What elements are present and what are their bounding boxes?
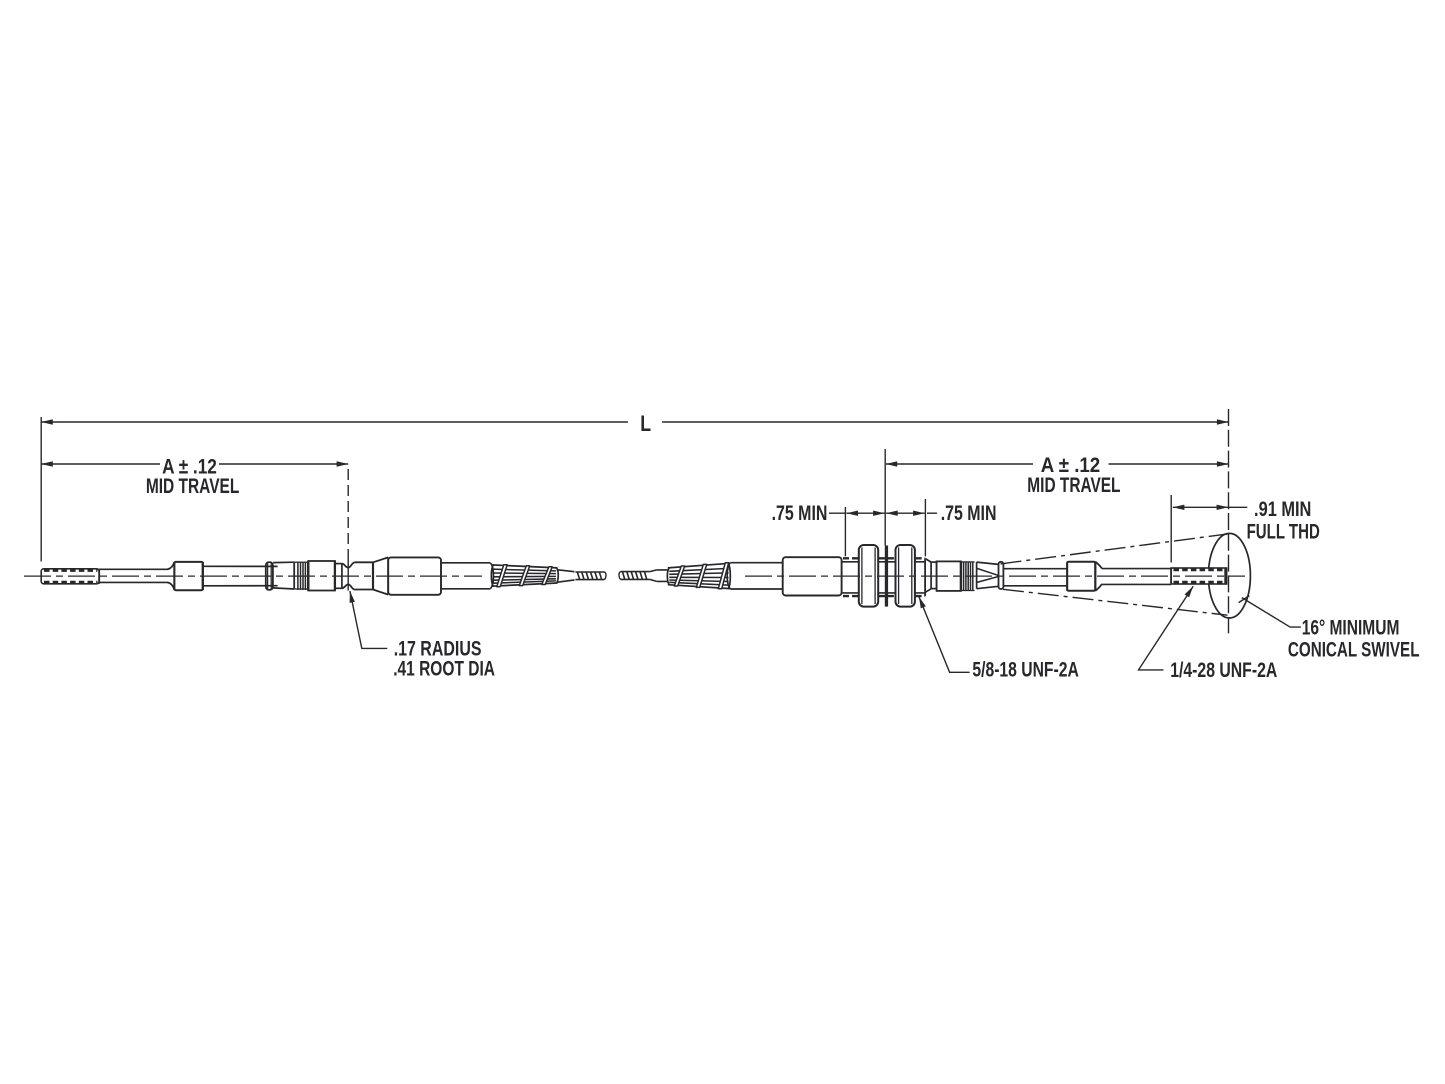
svg-text:MID TRAVEL: MID TRAVEL xyxy=(1027,474,1120,497)
svg-text:MID TRAVEL: MID TRAVEL xyxy=(146,475,240,498)
svg-text:1/4-28 UNF-2A: 1/4-28 UNF-2A xyxy=(1170,659,1277,682)
svg-text:L: L xyxy=(640,411,651,436)
svg-text:CONICAL SWIVEL: CONICAL SWIVEL xyxy=(1288,639,1420,662)
svg-text:5/8-18 UNF-2A: 5/8-18 UNF-2A xyxy=(972,659,1078,682)
svg-text:.41 ROOT DIA: .41 ROOT DIA xyxy=(393,658,495,681)
svg-text:FULL THD: FULL THD xyxy=(1247,521,1320,544)
svg-text:16° MINIMUM: 16° MINIMUM xyxy=(1302,617,1400,640)
svg-text:A ± .12: A ± .12 xyxy=(1041,454,1100,477)
svg-text:.75 MIN: .75 MIN xyxy=(772,502,828,525)
svg-text:.17 RADIUS: .17 RADIUS xyxy=(394,638,482,661)
svg-text:.91 MIN: .91 MIN xyxy=(1254,498,1311,521)
svg-text:A ± .12: A ± .12 xyxy=(162,455,217,478)
svg-text:.75 MIN: .75 MIN xyxy=(941,502,997,525)
